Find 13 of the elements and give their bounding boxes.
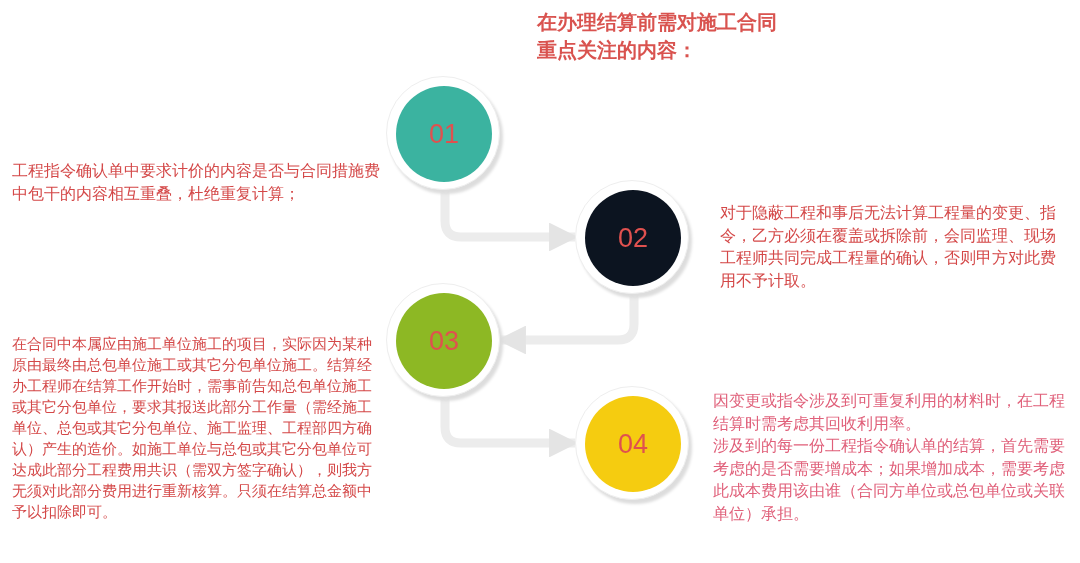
description-text: 对于隐蔽工程和事后无法计算工程量的变更、指令，乙方必须在覆盖或拆除前，会同监理、现场工程师共同完成工程量的确认，否则甲方对此费用不予计取。	[720, 203, 1057, 292]
step-number: 03	[428, 325, 459, 357]
arrow	[497, 294, 639, 355]
description-text: 因变更或指令涉及到可重复利用的材料时，在工程结算时需考虑其回收利用率。	[713, 391, 1066, 435]
description-text: 在合同中本属应由施工单位施工的项目，实际因为某种原由最终由总包单位施工或其它分包单位施工。结算经办工程师在结算工作开始时，需事前告知总包单位施工或其它分包单位，要求其报送此部分工作量（需经施工单位、总包或其它分包单位、施工监理、工程部四方确认）产生的造价。如施工单位与总包或其它分包单位可达成此部分工程费用共识（需双方签字确认），则我方无须对此部分费用进行重新核算。只须在结算总金额中予以扣除即可。	[12, 335, 373, 522]
arrow	[440, 396, 578, 458]
arrow	[440, 189, 578, 252]
step-number: 02	[617, 222, 648, 254]
step-number: 04	[617, 428, 648, 460]
description-text: 工程指令确认单中要求计价的内容是否与合同措施费中包干的内容相互重叠，杜绝重复计算；	[12, 161, 381, 205]
description-text: 涉及到的每一份工程指令确认单的结算，首先需要考虑的是否需要增成本；如果增加成本，需要考虑此成本费用该由谁（合同方单位或总包单位或关联单位）承担。	[713, 436, 1066, 525]
title: 在办理结算前需对施工合同重点关注的内容：	[537, 9, 778, 64]
step-number: 01	[428, 118, 459, 150]
